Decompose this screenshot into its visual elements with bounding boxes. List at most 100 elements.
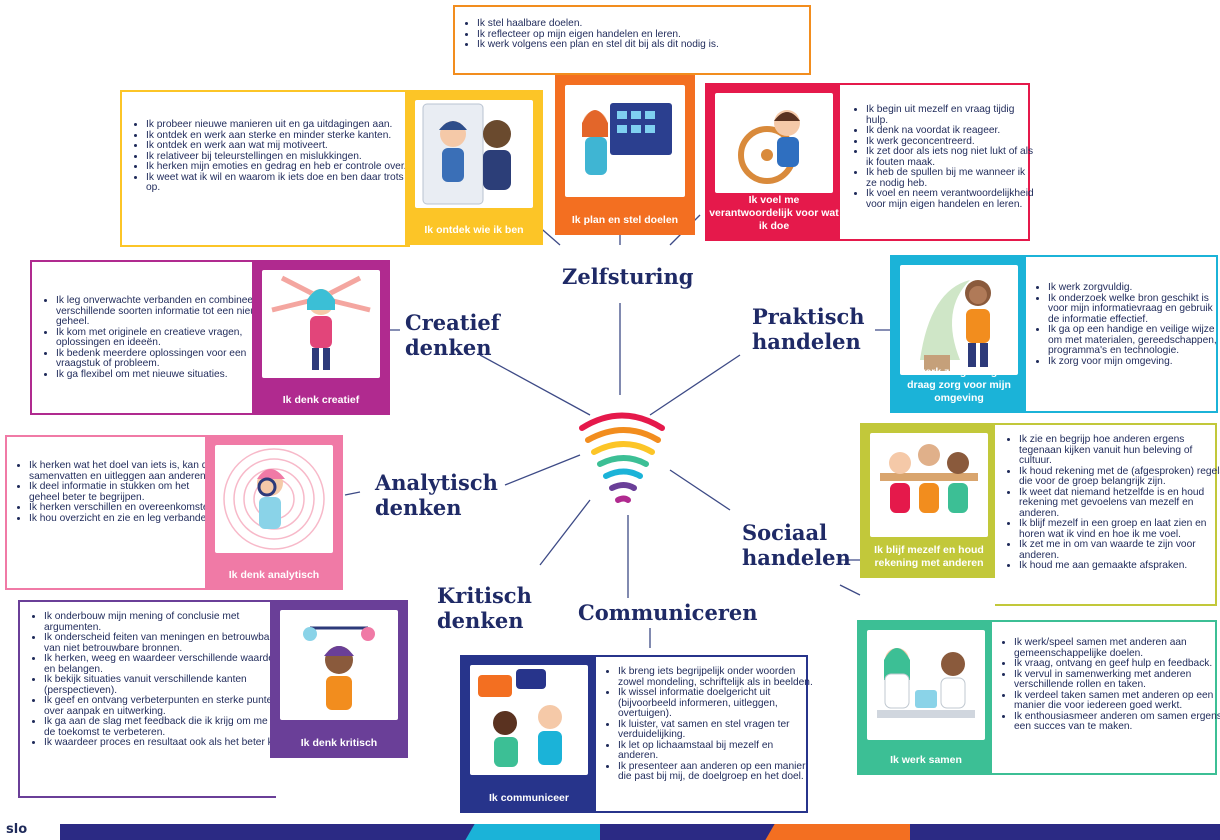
label-zelfsturing: Zelfsturing [562,264,694,289]
card-ontdek-list: Ik probeer nieuwe manieren uit en ga uit… [134,119,418,194]
list-item: Ik zie en begrijp hoe anderen ergens teg… [1019,434,1220,467]
list-item: Ik breng iets begrijpelijk onder woorden… [618,666,816,688]
list-item: Ik vervul in samenwerking met anderen ve… [1014,669,1220,691]
label-creatief: Creatief denken [405,310,500,360]
card-creatief-caption: Ik denk creatief [282,394,360,406]
list-item: Ik begin uit mezelf en vraag tijdig hulp… [866,104,1038,126]
list-item: Ik ontdek en werk aan sterke en minder s… [146,130,418,142]
card-analytisch-panel: Ik denk analytisch [205,435,343,590]
card-ontdek-caption: Ik ontdek wie ik ben [424,224,524,236]
list-item: Ik denk na voordat ik reageer. [866,125,1038,137]
list-item: Ik leg onverwachte verbanden en combinee… [56,295,270,328]
card-doelen-list: Ik stel haalbare doelen. Ik reflecteer o… [465,18,807,51]
list-item: Ik deel informatie in stukken om het geh… [29,481,219,503]
list-item: Ik weet dat niemand hetzelfde is en houd… [1019,487,1220,520]
card-communiceer-caption: Ik communiceer [489,792,569,804]
footer-band-orange [765,824,925,840]
list-item: Ik herken wat het doel van iets is, kan … [29,460,219,482]
list-item: Ik luister, vat samen en stel vragen ter… [618,719,816,741]
list-item: Ik werk geconcentreerd. [866,136,1038,148]
footer-band-navy3 [910,824,1220,840]
card-analytisch-caption: Ik denk analytisch [228,569,320,581]
card-analytisch-list: Ik herken wat het doel van iets is, kan … [17,460,219,525]
list-item: Ik onderbouw mijn mening of conclusie me… [44,611,288,633]
card-doelen-text: Ik stel haalbare doelen. Ik reflecteer o… [453,5,811,75]
card-sociaal-panel: Ik blijf mezelf en houd rekening met and… [860,423,998,578]
verantwoordelijk-illustration [715,93,833,193]
card-sociaal-text: Ik zie en begrijp hoe anderen ergens teg… [995,423,1220,606]
sociaal-illustration [870,433,988,537]
card-praktisch-list: Ik werk zorgvuldig. Ik onderzoek welke b… [1036,282,1220,368]
list-item: Ik houd me aan gemaakte afspraken. [1019,560,1220,572]
footer-band-navy [60,824,480,840]
communiceer-illustration [470,665,588,775]
card-kritisch-panel: Ik denk kritisch [270,600,408,758]
label-sociaal: Sociaal handelen [742,520,851,570]
list-item: Ik heb de spullen bij me wanneer ik ze n… [866,167,1038,189]
list-item: Ik weet wat ik wil en waarom ik iets doe… [146,172,418,194]
card-ontdek-panel: Ik ontdek wie ik ben [405,90,543,245]
list-item: Ik stel haalbare doelen. [477,18,807,30]
creatief-illustration [262,270,380,378]
card-verantwoordelijk-text: Ik begin uit mezelf en vraag tijdig hulp… [840,83,1034,241]
list-item: Ik onderzoek welke bron geschikt is voor… [1048,293,1220,326]
card-communiceer-list: Ik breng iets begrijpelijk onder woorden… [606,666,816,783]
list-item: Ik zet me in om van waarde te zijn voor … [1019,539,1220,561]
list-item: Ik blijf mezelf in een groep en laat zie… [1019,518,1220,540]
card-plan-caption: Ik plan en stel doelen [571,214,679,226]
list-item: Ik reflecteer op mijn eigen handelen en … [477,29,807,41]
list-item: Ik wissel informatie doelgericht uit (bi… [618,687,816,720]
list-item: Ik werk zorgvuldig. [1048,282,1220,294]
list-item: Ik probeer nieuwe manieren uit en ga uit… [146,119,418,131]
card-communiceer-text: Ik breng iets begrijpelijk onder woorden… [596,655,813,813]
card-kritisch-caption: Ik denk kritisch [300,737,378,749]
card-kritisch-text: Ik onderbouw mijn mening of conclusie me… [18,600,287,798]
list-item: Ik zorg voor mijn omgeving. [1048,356,1220,368]
card-communiceer-panel: Ik communiceer [460,655,598,813]
slo-logo: slo [6,822,28,837]
card-creatief-text: Ik leg onverwachte verbanden en combinee… [30,260,263,415]
list-item: Ik verdeel taken samen met anderen op ee… [1014,690,1220,712]
list-item: Ik zet door als iets nog niet lukt of al… [866,146,1038,168]
list-item: Ik herken verschillen en overeenkomsten. [29,502,219,514]
card-verantwoordelijk-panel: Ik voel me verantwoordelijk voor wat ik … [705,83,843,241]
card-creatief-list: Ik leg onverwachte verbanden en combinee… [44,295,270,380]
samen-illustration [867,630,985,740]
list-item: Ik presenteer aan anderen op een manier … [618,761,816,783]
card-ontdek-text: Ik probeer nieuwe manieren uit en ga uit… [120,90,410,247]
ontdek-illustration [415,100,533,208]
card-analytisch-text: Ik herken wat het doel van iets is, kan … [5,435,217,590]
list-item: Ik houd rekening met de (afgesproken) re… [1019,466,1220,488]
card-sociaal-list: Ik zie en begrijp hoe anderen ergens teg… [1007,434,1220,572]
list-item: Ik ontdek en werk aan wat mij motiveert. [146,140,418,152]
list-item: Ik hou overzicht en zie en leg verbanden… [29,513,219,525]
list-item: Ik geef en ontvang verbeterpunten en ste… [44,695,288,717]
footer-band-navy2 [600,824,780,840]
list-item: Ik enthousiasmeer anderen om samen ergen… [1014,711,1220,733]
list-item: Ik bekijk situaties vanuit verschillende… [44,674,288,696]
label-praktisch: Praktisch handelen [752,304,865,354]
plan-illustration [565,85,685,197]
list-item: Ik kom met originele en creatieve vragen… [56,327,270,349]
card-samen-text: Ik werk/speel samen met anderen aan geme… [992,620,1220,775]
list-item: Ik onderscheid feiten van meningen en be… [44,632,288,654]
card-samen-list: Ik werk/speel samen met anderen aan geme… [1002,637,1220,733]
card-praktisch-caption: Ik werk zorgvuldig en draag zorg voor mi… [905,366,1013,404]
list-item: Ik ga aan de slag met feedback die ik kr… [44,716,288,738]
list-item: Ik werk volgens een plan en stel dit bij… [477,39,807,51]
list-item: Ik let op lichaamstaal bij mezelf en and… [618,740,816,762]
list-item: Ik herken, weeg en waardeer verschillend… [44,653,288,675]
card-samen-caption: Ik werk samen [890,754,962,766]
card-kritisch-list: Ik onderbouw mijn mening of conclusie me… [32,611,288,749]
label-analytisch: Analytisch denken [375,470,498,520]
analytisch-illustration [215,445,333,553]
card-creatief-panel: Ik denk creatief [252,260,390,415]
list-item: Ik herken mijn emoties en gedrag en heb … [146,161,418,173]
kritisch-illustration [280,610,398,720]
footer-band: slo [0,814,1220,840]
list-item: Ik werk/speel samen met anderen aan geme… [1014,637,1220,659]
card-verantwoordelijk-list: Ik begin uit mezelf en vraag tijdig hulp… [854,104,1038,210]
list-item: Ik waardeer proces en resultaat ook als … [44,737,288,749]
card-verantwoordelijk-caption: Ik voel me verantwoordelijk voor wat ik … [709,194,839,232]
